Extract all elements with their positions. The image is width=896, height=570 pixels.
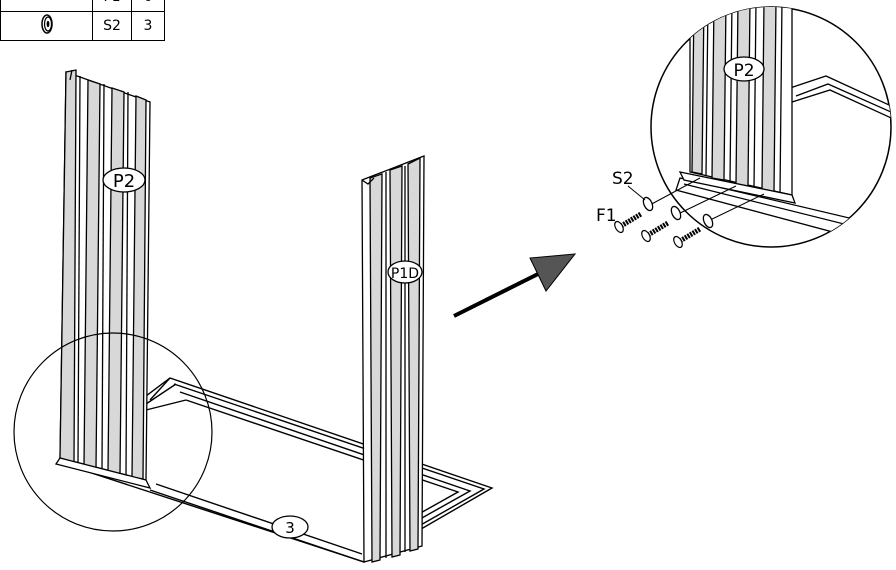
callout-f1-label: F1	[596, 206, 617, 226]
callout-s2-label: S2	[612, 169, 634, 189]
callout-p1d: P1D	[387, 260, 423, 284]
screw-icon	[614, 211, 702, 249]
parts-row: S2 3	[0, 11, 165, 41]
callout-p2: P2	[102, 167, 146, 193]
pointer-arrow	[453, 253, 577, 318]
parts-table: F1 6 S2 3	[0, 0, 165, 41]
washer-icon	[40, 14, 53, 34]
parts-row: F1 6	[0, 0, 165, 12]
callout-detail-p2: P2	[723, 56, 765, 82]
panel-p1d	[361, 155, 425, 563]
fastener-assembly	[614, 177, 765, 249]
callout-p2-label: P2	[113, 171, 135, 192]
callout-detail-p2-label: P2	[733, 61, 754, 81]
detail-view	[650, 6, 892, 248]
callout-p1d-label: P1D	[391, 266, 419, 282]
detail-marker-circle	[13, 332, 213, 532]
callout-base-frame: 3	[271, 515, 309, 539]
washer-icon	[642, 196, 714, 229]
callout-base-frame-label: 3	[285, 519, 295, 537]
parts-qty: 3	[131, 11, 165, 41]
parts-code: S2	[92, 11, 132, 41]
parts-icon-cell	[0, 11, 93, 41]
panel-p2	[54, 69, 152, 489]
